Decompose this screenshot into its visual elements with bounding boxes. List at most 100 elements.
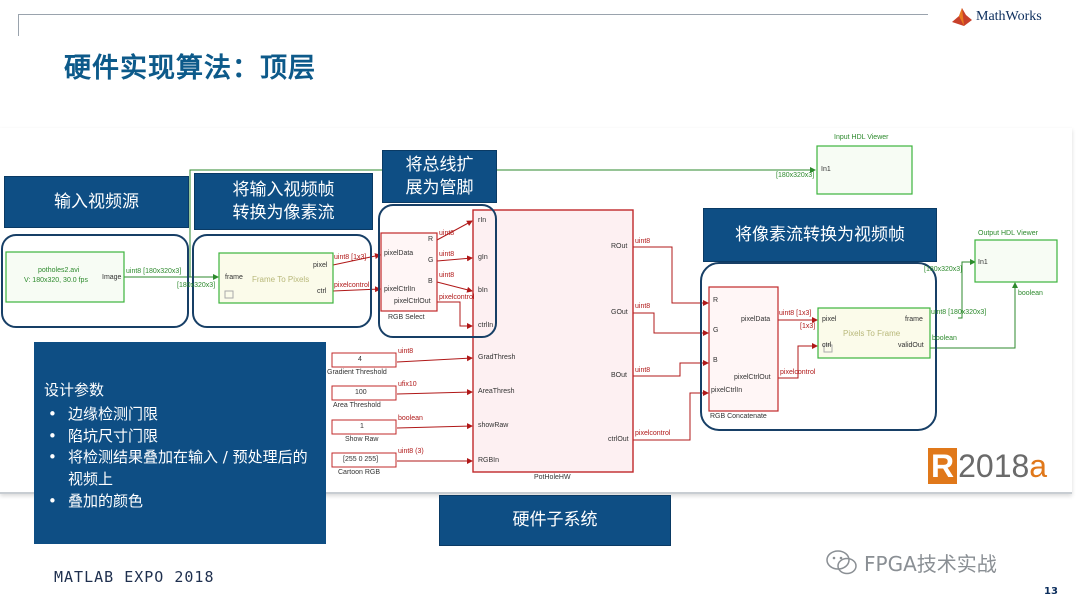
signal-label: uint8 [635,367,651,374]
params-item: 边缘检测门限 [48,404,314,426]
p2f-in2: ctrl [822,342,832,349]
show-raw-constant[interactable] [331,419,397,435]
concat-name: RGB Concatenate [710,413,767,420]
design-params-box: 设计参数 边缘检测门限 陷坑尺寸门限 将检测结果叠加在输入 / 预处理后的视频上… [34,342,326,544]
pothole-in4: ctrlIn [478,322,494,329]
const-label: Cartoon RGB [338,469,381,476]
pothole-name: PotHoleHW [534,474,571,481]
params-list: 边缘检测门限 陷坑尺寸门限 将检测结果叠加在输入 / 预处理后的视频上 叠加的颜… [44,404,314,513]
pothole-in6: AreaThresh [478,388,515,395]
callout-hw-subsystem: 硬件子系统 [439,495,671,546]
const-label: Show Raw [345,436,379,443]
concat-i2: G [713,327,719,334]
cartoon-rgb-constant[interactable] [331,452,397,468]
pothole-out1: ROut [611,243,628,250]
hdl-icon [823,344,833,353]
pothole-out3: BOut [611,372,627,379]
gradient-threshold-constant[interactable] [331,352,397,368]
membrane-icon [952,8,972,26]
pothole-in1: rIn [478,217,487,224]
rgbsel-name: RGB Select [388,314,425,321]
pixels-to-frame-block[interactable] [817,307,931,359]
const-value: 100 [355,389,367,396]
signal-label: boolean [932,335,957,342]
f2p-name: Frame To Pixels [252,275,310,284]
grouping-outlines [1,204,937,431]
signal-label: uint8 [439,230,455,237]
params-heading: 设计参数 [44,381,105,399]
concat-i4: pixelCtrlIn [711,387,743,394]
release-a: a [1029,447,1048,484]
signal-label: uint8 [180x320x3] [931,309,987,316]
const-type: uint8 (3) [398,448,424,455]
source-label-2: V: 180x320, 30.0 fps [24,277,88,284]
event-name: MATLAB EXPO 2018 [54,568,215,586]
signal-label: uint8 [180x320x3] [126,268,182,275]
signal-label: uint8 [439,272,455,279]
const-type: ufix10 [398,381,417,388]
p2f-out1: frame [905,316,923,323]
output-hdl-viewer-block[interactable] [974,239,1058,283]
pothole-in3: bIn [478,287,488,294]
signal-label: uint8 [635,303,651,310]
signal-label: pixelcontrol [780,369,816,376]
concat-o1: pixelData [741,316,771,323]
area-threshold-constant[interactable] [331,385,397,401]
callout-pixels-to-frame: 将像素流转换为视频帧 [703,208,937,262]
pothole-out2: GOut [611,309,628,316]
p2f-name: Pixels To Frame [843,329,901,338]
concat-i3: B [713,357,718,364]
const-value: 1 [360,423,364,430]
input-viewer-port: In1 [821,166,831,173]
pothole-hw-block[interactable] [472,209,634,473]
pixel-signal-lines [332,220,818,464]
constant-blocks [331,352,397,468]
f2p-port-out1: pixel [313,262,328,269]
pothole-in7: showRaw [478,422,509,429]
release-year: 2018 [958,447,1030,484]
callout-input-source: 输入视频源 [4,176,189,228]
concat-i1: R [713,297,719,304]
const-label: Gradient Threshold [327,369,387,376]
f2p-port-out2: ctrl [317,288,327,295]
output-viewer-name: Output HDL Viewer [978,230,1038,237]
p2f-in1: pixel [822,316,837,323]
rgbsel-o1: R [428,236,434,243]
watermark: FPGA技术实战 [826,548,997,577]
source-port: Image [102,274,122,281]
rgbsel-o3: B [428,278,433,285]
frame-to-pixels-block[interactable] [218,252,334,304]
callout-bus-expand: 将总线扩 展为管脚 [382,150,497,203]
rgb-select-block[interactable] [380,232,438,312]
brand-name: MathWorks [976,9,1042,24]
signal-label: boolean [1018,290,1043,297]
signal-label: pixelcontrol [334,282,370,289]
const-label: Area Threshold [333,402,381,409]
pothole-in8: RGBIn [478,457,500,464]
concat-o2: pixelCtrlOut [734,374,771,381]
pothole-out4: ctrlOut [608,436,629,443]
signal-label: [180x320x3] [776,172,815,179]
source-block[interactable] [5,251,125,303]
signal-label: pixelcontrol [635,430,671,437]
const-type: uint8 [398,348,414,355]
f2p-port-in: frame [225,274,243,281]
rgbsel-in1: pixelData [384,250,414,257]
rgbsel-o2: G [428,257,434,264]
signal-label: uint8 [635,238,651,245]
top-rule-tick [18,14,19,36]
rgb-concatenate-block[interactable] [708,286,779,412]
output-viewer-port: In1 [978,259,988,266]
page-title: 硬件实现算法：顶层 [64,53,316,84]
params-item: 叠加的颜色 [48,491,314,513]
input-hdl-viewer-block[interactable] [816,145,913,195]
params-item: 陷坑尺寸门限 [48,426,314,448]
signal-label: uint8 [1x3] [334,254,367,261]
p2f-out2: validOut [898,342,924,349]
signal-label: [1x3] [800,323,816,330]
rgbsel-o4: pixelCtrlOut [394,298,431,305]
params-item: 将检测结果叠加在输入 / 预处理后的视频上 [48,447,314,491]
signal-label: uint8 [439,251,455,258]
